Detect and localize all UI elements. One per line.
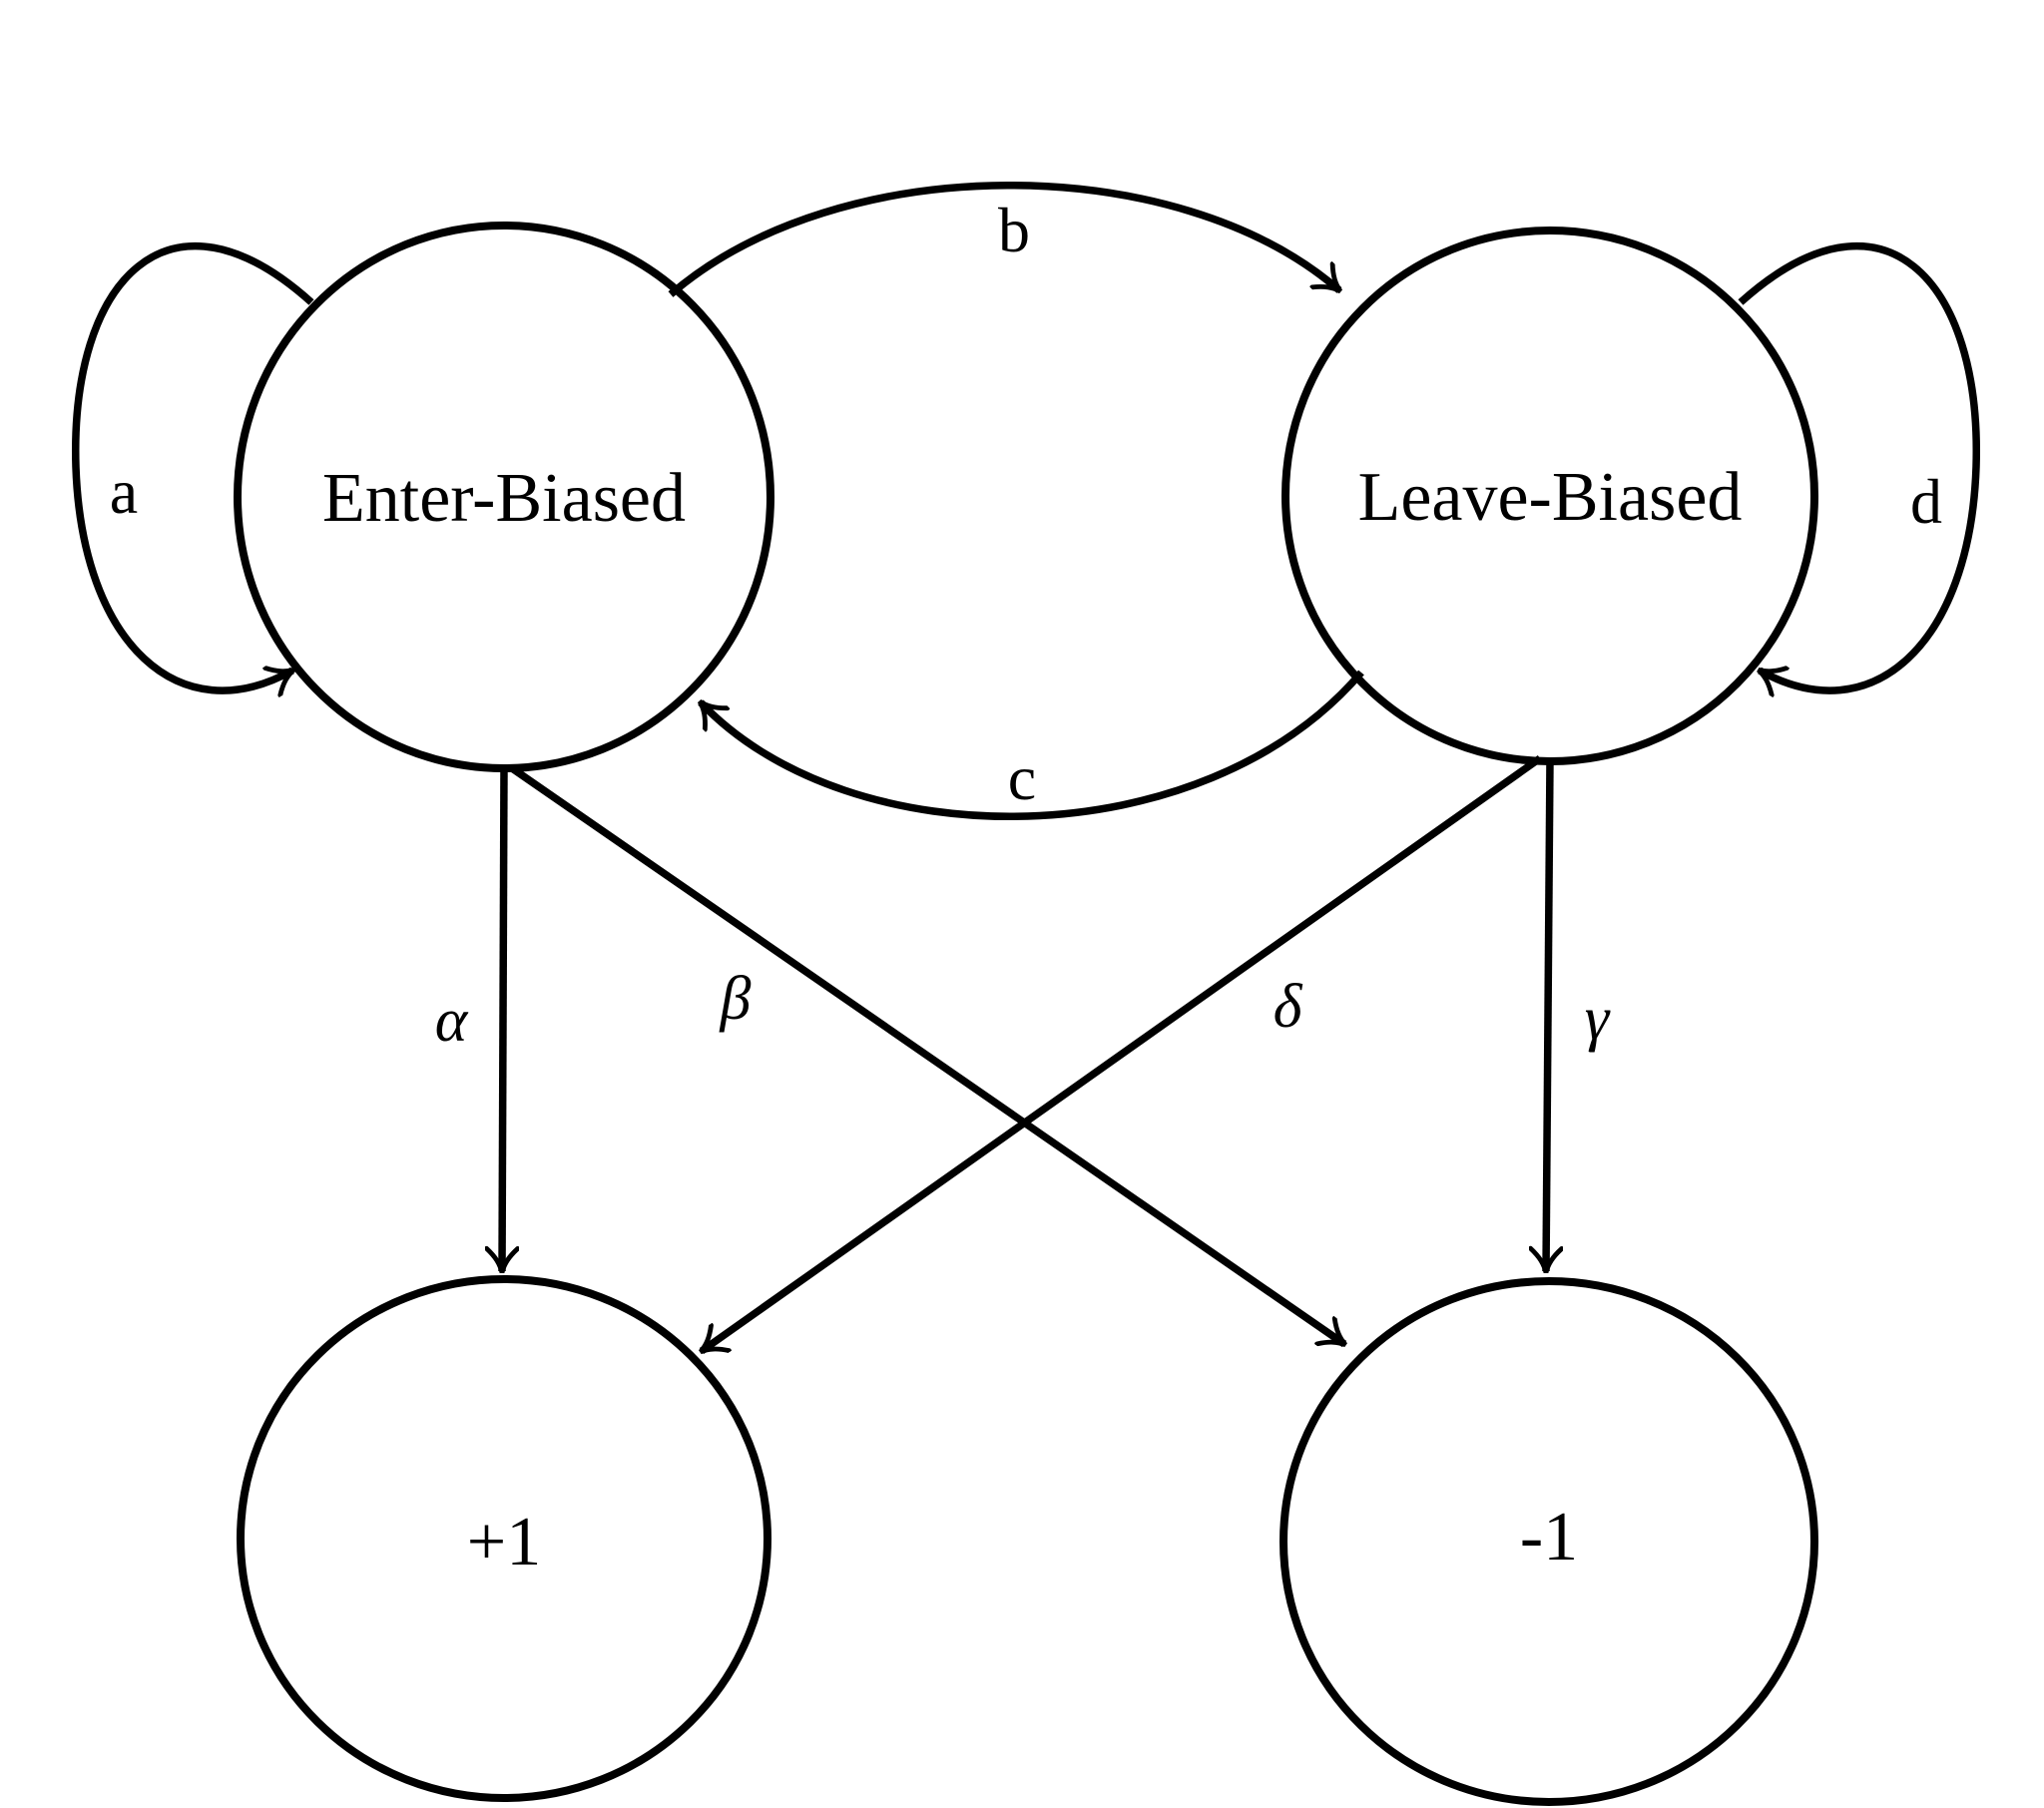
edge-label-delta: δ (1274, 973, 1303, 1041)
node-minus-one-circle (1279, 1277, 1818, 1806)
edge-label-b: b (998, 195, 1030, 265)
edge-label-a: a (110, 456, 138, 527)
edge-label-d: d (1910, 466, 1942, 537)
node-minus-one-label: -1 (1520, 1499, 1578, 1576)
node-leave-biased-circle (1281, 226, 1818, 765)
edge-label-alpha: α (435, 987, 469, 1055)
edge-gamma-leave-to-minus-one (1546, 759, 1550, 1271)
node-enter-biased-label: Enter-Biased (322, 460, 686, 537)
edge-delta-leave-to-plus-one (702, 754, 1543, 1351)
node-plus-one-circle (237, 1275, 771, 1802)
edge-label-beta: β (720, 965, 752, 1033)
node-plus-one-label: +1 (467, 1504, 541, 1581)
edge-beta-enter-to-minus-one (509, 764, 1344, 1348)
edge-label-c: c (1008, 742, 1036, 813)
node-enter-biased-circle (234, 222, 774, 772)
edge-c-leave-to-enter (701, 670, 1364, 821)
edge-a-self-loop (72, 241, 314, 690)
edge-label-gamma: γ (1585, 985, 1611, 1053)
edge-alpha-enter-to-plus-one (502, 765, 504, 1271)
edge-d-self-loop (1738, 241, 1980, 690)
node-leave-biased-label: Leave-Biased (1358, 459, 1743, 536)
edge-b-enter-to-leave (668, 182, 1339, 297)
